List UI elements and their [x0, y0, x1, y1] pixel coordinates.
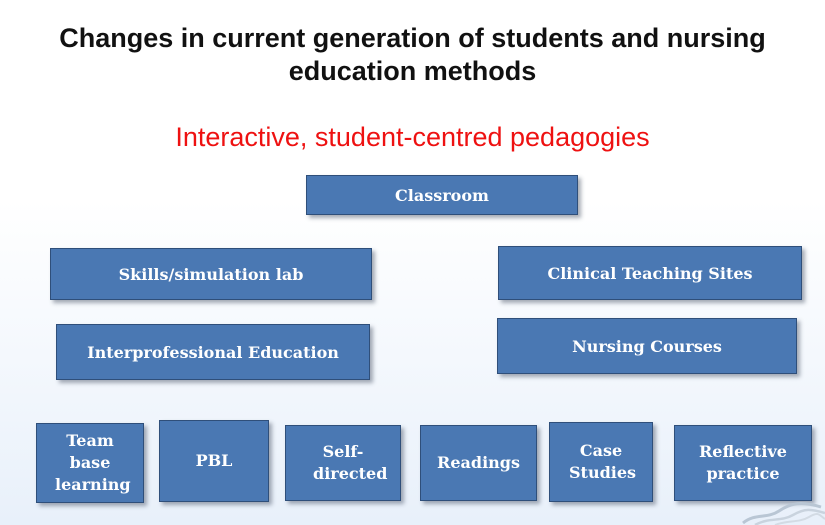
box-classroom: Classroom [306, 175, 578, 215]
method-pbl: PBL [159, 420, 269, 502]
method-readings: Readings [420, 425, 537, 501]
method-pbl-label: PBL [195, 451, 233, 470]
box-classroom-label: Classroom [395, 185, 489, 205]
box-nursing-courses-label: Nursing Courses [572, 336, 722, 356]
method-team-base-learning-label: Team base learning [55, 431, 131, 494]
box-nursing-courses: Nursing Courses [497, 318, 797, 374]
box-interprofessional-label: Interprofessional Education [87, 342, 339, 362]
slide-subtitle: Interactive, student-centred pedagogies [175, 122, 650, 152]
method-team-base-learning: Team base learning [36, 423, 144, 503]
method-readings-label: Readings [437, 453, 520, 472]
box-clinical-sites: Clinical Teaching Sites [498, 246, 802, 300]
method-reflective-practice: Reflective practice [674, 425, 812, 501]
box-interprofessional: Interprofessional Education [56, 324, 370, 380]
box-skills-lab-label: Skills/simulation lab [118, 264, 304, 284]
corner-ornament-icon [742, 502, 825, 525]
method-reflective-practice-label: Reflective practice [699, 442, 787, 483]
method-self-directed: Self-directed [285, 425, 401, 501]
box-skills-lab: Skills/simulation lab [50, 248, 372, 300]
box-clinical-sites-label: Clinical Teaching Sites [547, 263, 753, 283]
method-case-studies: Case Studies [549, 422, 653, 502]
slide-title: Changes in current generation of student… [59, 23, 766, 86]
method-case-studies-label: Case Studies [569, 441, 637, 482]
method-self-directed-label: Self-directed [313, 442, 388, 483]
